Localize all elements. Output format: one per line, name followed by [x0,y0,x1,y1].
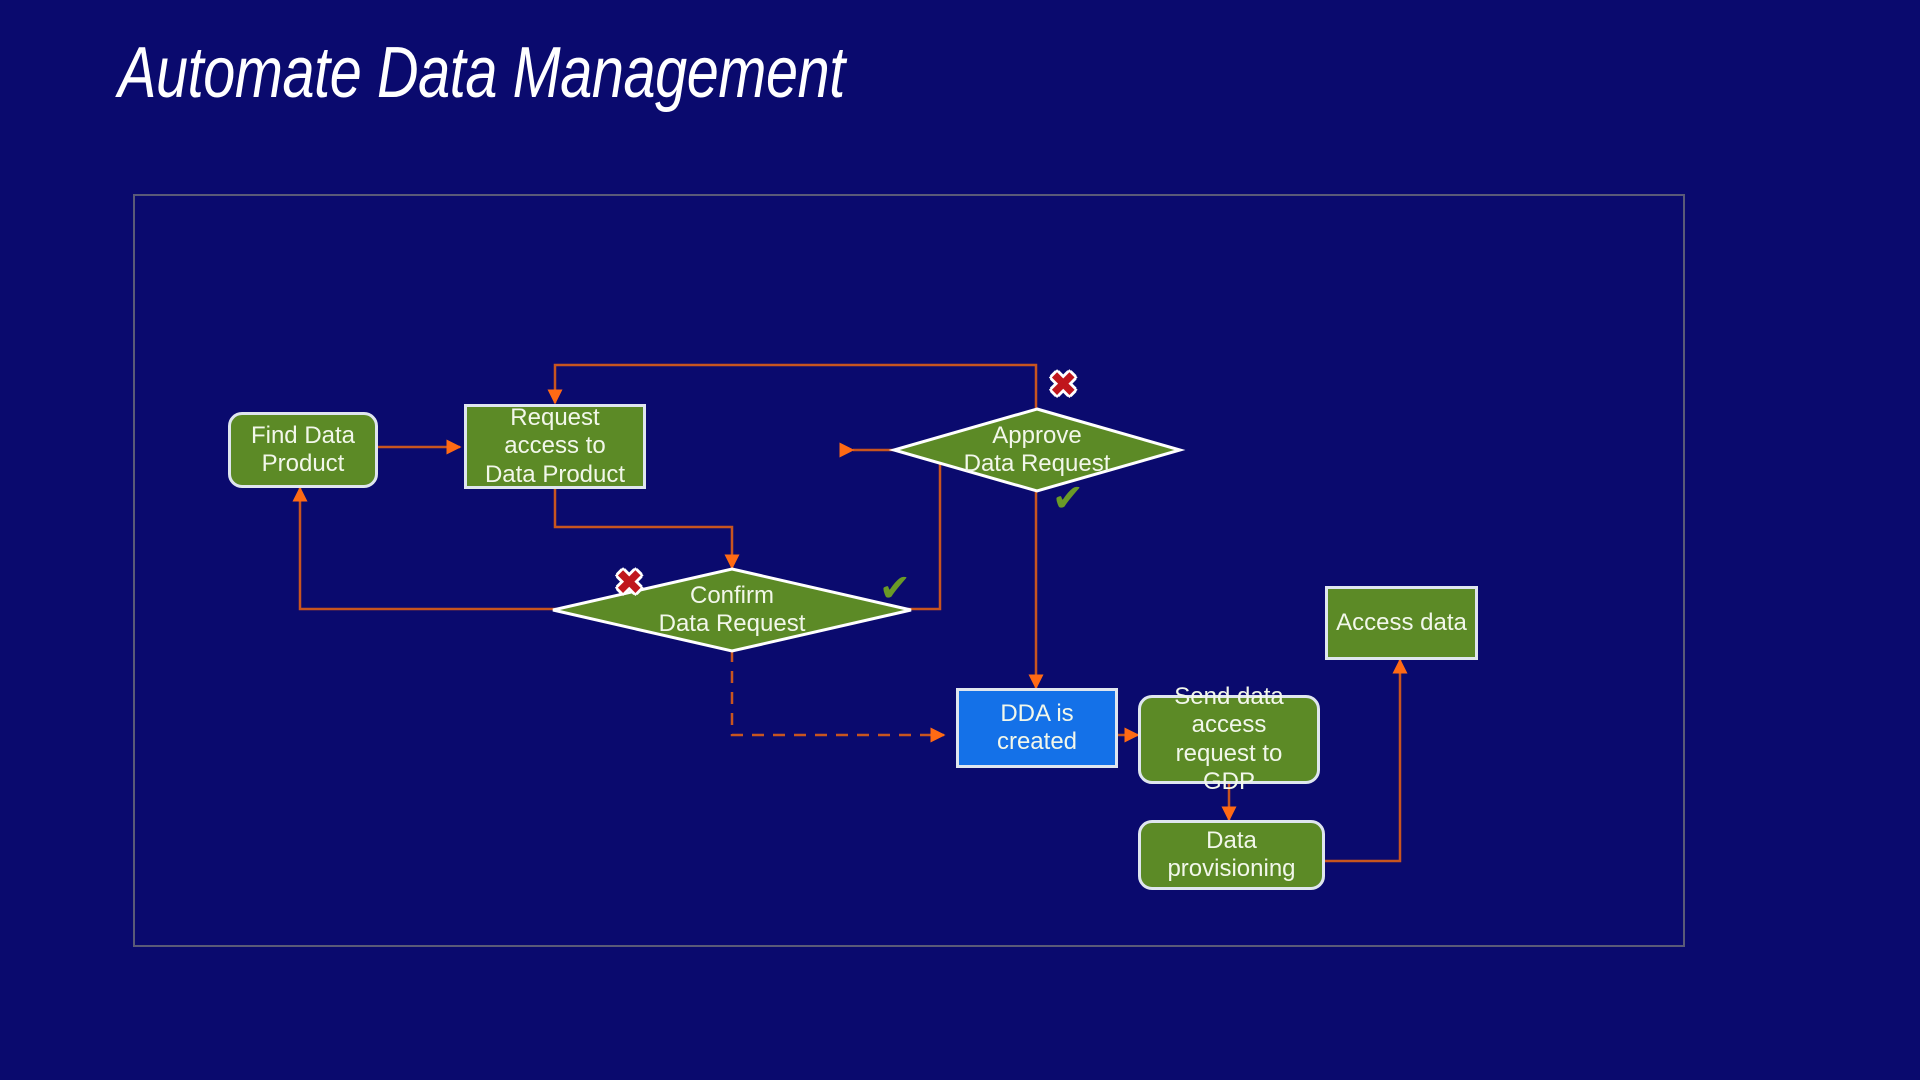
check-icon-approve-accept: ✔ [1052,476,1084,520]
node-data-provisioning[interactable]: Data provisioning [1138,820,1325,890]
cross-icon-approve-reject: ✖ [1049,365,1078,405]
approve-diamond-shape [888,407,1186,493]
cross-icon-confirm-reject: ✖ [615,563,644,603]
node-send-data-access[interactable]: Send data access request to GDP [1138,683,1320,795]
node-approve-data-request[interactable]: Approve Data Request [888,407,1186,493]
node-find-data-product[interactable]: Find Data Product [228,412,378,488]
diagram-frame [133,194,1685,947]
node-request-access[interactable]: Request access to Data Product [464,404,646,489]
page-title: Automate Data Management [118,33,845,113]
check-icon-confirm-accept: ✔ [879,566,911,610]
confirm-diamond-shape [552,567,912,653]
node-confirm-data-request[interactable]: Confirm Data Request [552,567,912,653]
node-dda-is-created[interactable]: DDA is created [956,688,1118,768]
node-access-data[interactable]: Access data [1325,586,1478,660]
